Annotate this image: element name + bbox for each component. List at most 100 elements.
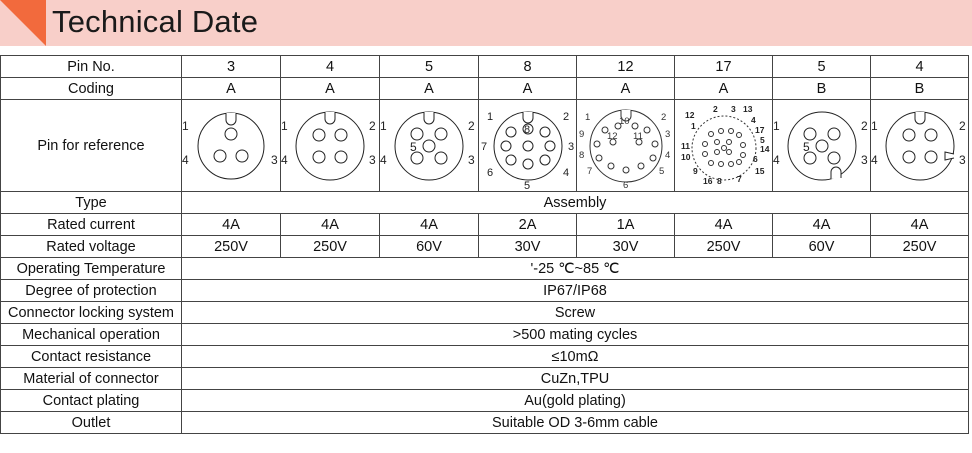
- coding-cell: A: [576, 77, 675, 100]
- pin-diagram-17a: 12 2 3 13 1 4 17 5 11 14 10 6 9 15 16 8 …: [681, 104, 770, 186]
- pin-diagram-4b: 1 2 4 3: [871, 111, 966, 180]
- pin-no-cell: 4: [280, 55, 380, 78]
- svg-text:10: 10: [619, 116, 630, 127]
- title-banner: Technical Date: [0, 0, 972, 46]
- svg-text:5: 5: [524, 180, 530, 190]
- svg-text:7: 7: [587, 166, 592, 177]
- material-value: CuZn,TPU: [181, 367, 969, 390]
- pin-diagram-cell: 1 4 3: [181, 99, 281, 192]
- pin-diagram-cell: 1 2 4 3: [280, 99, 380, 192]
- coding-cell: A: [280, 77, 380, 100]
- svg-text:14: 14: [760, 144, 770, 154]
- svg-text:4: 4: [871, 153, 878, 167]
- rated-voltage-cell: 30V: [478, 235, 577, 258]
- svg-text:1: 1: [281, 119, 288, 133]
- row-label: Coding: [0, 77, 182, 100]
- svg-text:2: 2: [959, 119, 966, 133]
- svg-text:3: 3: [731, 104, 736, 114]
- coding-cell: B: [772, 77, 871, 100]
- svg-text:4: 4: [380, 153, 387, 167]
- pin-no-cell: 3: [181, 55, 281, 78]
- coding-cell: B: [870, 77, 969, 100]
- pin-no-cell: 5: [379, 55, 479, 78]
- degree-of-protection-value: IP67/IP68: [181, 279, 969, 302]
- svg-text:1: 1: [182, 119, 189, 133]
- row-label: Rated voltage: [0, 235, 182, 258]
- rated-current-cell: 4A: [280, 213, 380, 236]
- svg-text:2: 2: [861, 119, 868, 133]
- svg-text:3: 3: [468, 153, 475, 167]
- svg-text:10: 10: [681, 152, 691, 162]
- rated-current-cell: 4A: [870, 213, 969, 236]
- pin-diagram-4a: 1 2 4 3: [281, 111, 376, 180]
- outlet-value: Suitable OD 3-6mm cable: [181, 411, 969, 434]
- row-label: Contact resistance: [0, 345, 182, 368]
- svg-text:3: 3: [568, 141, 574, 153]
- row-operating-temperature: Operating Temperature '-25 ℃~85 ℃: [0, 257, 969, 280]
- svg-text:9: 9: [693, 166, 698, 176]
- pin-no-cell: 17: [674, 55, 773, 78]
- row-label: Operating Temperature: [0, 257, 182, 280]
- pin-diagram-5a: 1 2 5 4 3: [380, 111, 475, 180]
- rated-voltage-cell: 30V: [576, 235, 675, 258]
- svg-text:4: 4: [281, 153, 288, 167]
- svg-text:4: 4: [665, 150, 670, 161]
- svg-text:5: 5: [410, 140, 417, 154]
- svg-text:4: 4: [563, 167, 569, 179]
- svg-text:9: 9: [579, 129, 584, 140]
- svg-text:11: 11: [681, 141, 690, 151]
- svg-text:4: 4: [751, 115, 756, 125]
- row-label: Type: [0, 191, 182, 214]
- pin-no-cell: 12: [576, 55, 675, 78]
- rated-current-cell: 1A: [576, 213, 675, 236]
- svg-text:4: 4: [182, 153, 189, 167]
- svg-text:17: 17: [755, 125, 765, 135]
- row-rated-voltage: Rated voltage 250V 250V 60V 30V 30V 250V…: [0, 235, 969, 258]
- svg-text:6: 6: [487, 167, 493, 179]
- contact-resistance-value: ≤10mΩ: [181, 345, 969, 368]
- rated-voltage-cell: 250V: [870, 235, 969, 258]
- svg-text:3: 3: [861, 153, 868, 167]
- svg-text:15: 15: [755, 166, 765, 176]
- pin-diagram-cell: 12 2 3 13 1 4 17 5 11 14 10 6 9 15 16 8 …: [674, 99, 773, 192]
- row-coding: Coding A A A A A A B B: [0, 77, 969, 100]
- row-outlet: Outlet Suitable OD 3-6mm cable: [0, 411, 969, 434]
- svg-text:7: 7: [481, 141, 487, 153]
- row-label: Pin for reference: [0, 99, 182, 192]
- svg-text:1: 1: [585, 112, 590, 123]
- svg-text:13: 13: [743, 104, 753, 114]
- svg-text:6: 6: [753, 154, 758, 164]
- pin-diagram-3a: 1 4 3: [182, 112, 278, 179]
- row-type: Type Assembly: [0, 191, 969, 214]
- row-rated-current: Rated current 4A 4A 4A 2A 1A 4A 4A 4A: [0, 213, 969, 236]
- svg-text:5: 5: [760, 135, 765, 145]
- rated-voltage-cell: 250V: [181, 235, 281, 258]
- svg-text:4: 4: [773, 153, 780, 167]
- pin-no-cell: 5: [772, 55, 871, 78]
- svg-text:3: 3: [369, 153, 376, 167]
- pin-diagram-cell: 1 2 5 4 3: [772, 99, 871, 192]
- row-label: Outlet: [0, 411, 182, 434]
- row-pin-no: Pin No. 3 4 5 8 12 17 5 4: [0, 55, 969, 78]
- rated-voltage-cell: 250V: [280, 235, 380, 258]
- row-label: Pin No.: [0, 55, 182, 78]
- row-pin-reference: Pin for reference 1 4 3 1 2 4 3: [0, 99, 969, 192]
- svg-text:16: 16: [703, 176, 713, 186]
- contact-plating-value: Au(gold plating): [181, 389, 969, 412]
- pin-diagram-cell: 1 2 4 3: [870, 99, 969, 192]
- row-contact-resistance: Contact resistance ≤10mΩ: [0, 345, 969, 368]
- svg-text:12: 12: [685, 110, 695, 120]
- coding-cell: A: [379, 77, 479, 100]
- row-label: Rated current: [0, 213, 182, 236]
- pin-no-cell: 8: [478, 55, 577, 78]
- svg-text:8: 8: [524, 124, 530, 136]
- row-label: Mechanical operation: [0, 323, 182, 346]
- svg-text:3: 3: [665, 129, 670, 140]
- operating-temperature-value: '-25 ℃~85 ℃: [181, 257, 969, 280]
- rated-current-cell: 4A: [181, 213, 281, 236]
- rated-voltage-cell: 250V: [674, 235, 773, 258]
- svg-text:2: 2: [369, 119, 376, 133]
- row-locking-system: Connector locking system Screw: [0, 301, 969, 324]
- svg-text:2: 2: [713, 104, 718, 114]
- type-value: Assembly: [181, 191, 969, 214]
